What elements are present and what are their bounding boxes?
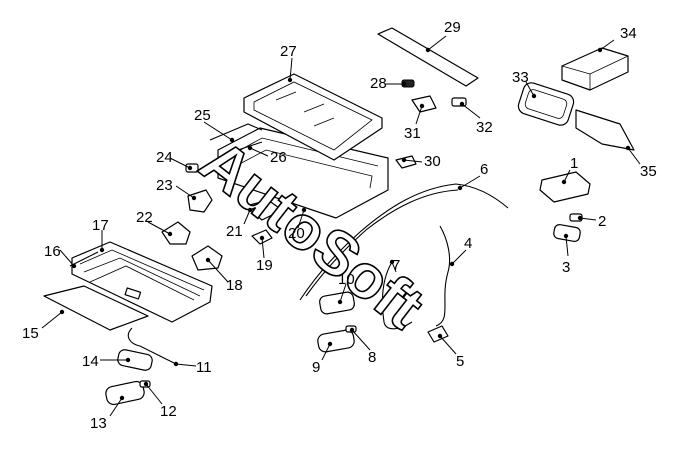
part-30-clip bbox=[395, 155, 417, 169]
callout-18: 18 bbox=[226, 277, 243, 294]
callout-23: 23 bbox=[156, 177, 173, 194]
callout-3: 3 bbox=[562, 259, 570, 276]
callout-20: 20 bbox=[288, 225, 305, 242]
part-16-edge-strip bbox=[69, 251, 99, 267]
part-17-headliner-panel bbox=[71, 241, 213, 323]
callout-11: 11 bbox=[196, 359, 212, 376]
part-7-wire bbox=[381, 261, 413, 330]
callout-34: 34 bbox=[620, 25, 637, 42]
part-18-bracket bbox=[191, 245, 223, 271]
part-31-bracket bbox=[411, 95, 437, 113]
callout-7: 7 bbox=[392, 257, 400, 274]
callout-31: 31 bbox=[404, 125, 421, 142]
callout-14: 14 bbox=[82, 353, 99, 370]
callout-4: 4 bbox=[464, 235, 472, 252]
callout-32: 32 bbox=[476, 119, 493, 136]
callout-9: 9 bbox=[312, 359, 320, 376]
callout-1: 1 bbox=[570, 155, 578, 172]
part-10-lamp bbox=[319, 291, 355, 315]
callout-25: 25 bbox=[194, 107, 211, 124]
callout-5: 5 bbox=[456, 353, 464, 370]
callout-8: 8 bbox=[368, 349, 376, 366]
part-4-wire bbox=[435, 225, 451, 327]
callout-24: 24 bbox=[156, 149, 173, 166]
part-9-lens bbox=[317, 329, 355, 353]
part-33-console bbox=[517, 82, 575, 126]
part-13-lens bbox=[105, 380, 145, 406]
part-21-bracket bbox=[245, 199, 283, 221]
callout-2: 2 bbox=[598, 213, 606, 230]
callout-labels: 1 2 3 4 5 6 7 8 9 10 11 12 13 14 15 16 1… bbox=[22, 19, 657, 432]
callout-22: 22 bbox=[136, 209, 153, 226]
callout-10: 10 bbox=[338, 271, 355, 288]
callout-21: 21 bbox=[226, 223, 243, 240]
leader-lines bbox=[41, 35, 641, 417]
callout-13: 13 bbox=[90, 415, 107, 432]
callout-6: 6 bbox=[480, 161, 488, 178]
part-35-visor bbox=[575, 109, 635, 151]
callout-16: 16 bbox=[44, 243, 61, 260]
callout-27: 27 bbox=[280, 43, 297, 60]
callout-28: 28 bbox=[370, 75, 387, 92]
part-34-box bbox=[561, 47, 629, 91]
part-27-glass-panel bbox=[243, 73, 383, 161]
callout-12: 12 bbox=[160, 403, 177, 420]
part-14-lamp-unit bbox=[117, 327, 177, 371]
part-6-wire-harness bbox=[299, 183, 509, 301]
part-5-connector bbox=[427, 325, 449, 343]
part-1-lamp bbox=[539, 171, 591, 203]
part-22-bracket bbox=[161, 221, 191, 245]
callout-26: 26 bbox=[270, 149, 287, 166]
callout-33: 33 bbox=[512, 69, 529, 86]
part-29-rail bbox=[377, 27, 479, 87]
callout-19: 19 bbox=[256, 257, 273, 274]
callout-29: 29 bbox=[444, 19, 461, 36]
part-15-pad bbox=[43, 285, 149, 331]
callout-17: 17 bbox=[92, 217, 109, 234]
callout-30: 30 bbox=[424, 153, 441, 170]
callout-35: 35 bbox=[640, 163, 657, 180]
part-23-bracket bbox=[187, 189, 213, 213]
callout-15: 15 bbox=[22, 325, 39, 342]
part-26-seal bbox=[231, 141, 263, 153]
part-25-front-rail bbox=[209, 123, 263, 141]
part-3-lens bbox=[553, 224, 581, 242]
